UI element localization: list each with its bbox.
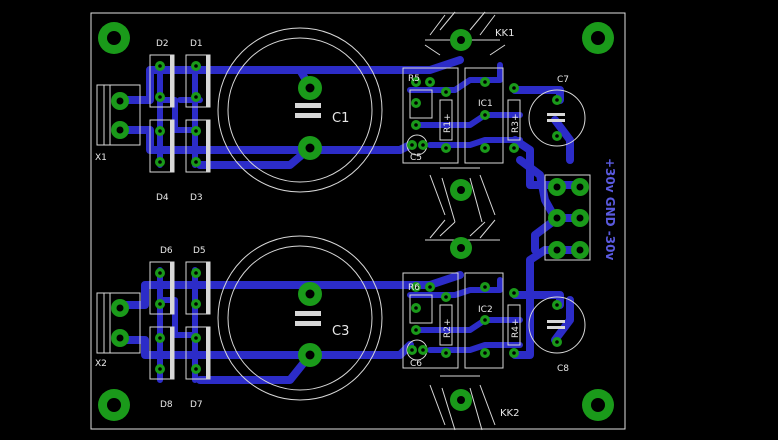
label-r6: R6	[408, 283, 420, 293]
pads	[98, 22, 614, 421]
connector-label: +30v GND -30v	[603, 158, 617, 260]
label-d7: D7	[190, 400, 203, 410]
kk1-pad	[450, 29, 472, 51]
out-pad-3	[548, 209, 566, 227]
c3-pad-plus	[298, 282, 322, 306]
c1-pad-plus	[298, 76, 322, 100]
mounting-hole-top-left	[98, 22, 130, 54]
label-r5: R5	[408, 74, 420, 84]
label-d2: D2	[156, 39, 169, 49]
label-d1: D1	[190, 39, 203, 49]
label-r4: R4+	[511, 318, 521, 338]
label-c1: C1	[332, 111, 349, 126]
label-c3: C3	[332, 324, 349, 339]
out-pad-1	[548, 178, 566, 196]
board-outline	[90, 12, 626, 430]
mounting-hole-bottom-left	[98, 389, 130, 421]
label-ic1: IC1	[478, 99, 493, 109]
x2-pad-1	[111, 299, 129, 317]
label-d4: D4	[156, 193, 169, 203]
out-pad-4	[571, 209, 589, 227]
label-ic2: IC2	[478, 305, 493, 315]
out-pad-2	[571, 178, 589, 196]
label-d3: D3	[190, 193, 203, 203]
mounting-hole-bottom-right	[582, 389, 614, 421]
x2-pad-2	[111, 329, 129, 347]
out-pad-5	[548, 241, 566, 259]
label-c5: C5	[410, 153, 422, 163]
kk2-pad	[450, 237, 472, 259]
x1-pad-1	[111, 92, 129, 110]
c1-pad-minus	[298, 136, 322, 160]
label-r3: R3+	[511, 113, 521, 133]
mounting-hole-top-right	[582, 22, 614, 54]
label-d5: D5	[193, 246, 206, 256]
kk1-pad-2	[450, 179, 472, 201]
c3-pad-minus	[298, 343, 322, 367]
x1-pad-2	[111, 121, 129, 139]
out-pad-6	[571, 241, 589, 259]
label-d8: D8	[160, 400, 173, 410]
label-c6: C6	[410, 359, 422, 369]
label-kk1: KK1	[495, 28, 514, 39]
label-x1: X1	[95, 153, 107, 163]
label-c8: C8	[557, 364, 569, 374]
label-kk2: KK2	[500, 408, 519, 419]
label-d6: D6	[160, 246, 173, 256]
labels: D2 D1 D4 D3 D6 D5 D8 D7 X1 X2 C1 C3 C5 C…	[95, 28, 617, 419]
label-r2: R2+	[443, 318, 453, 338]
label-x2: X2	[95, 359, 107, 369]
label-r1: R1+	[443, 113, 453, 133]
kk2-pad-2	[450, 389, 472, 411]
silkscreen	[96, 11, 591, 431]
label-c7: C7	[557, 75, 569, 85]
